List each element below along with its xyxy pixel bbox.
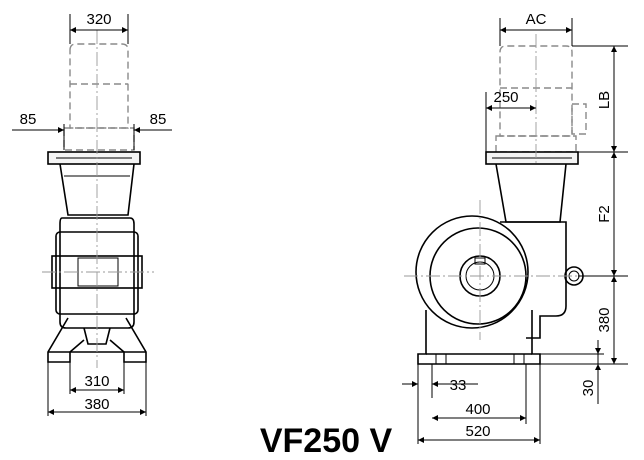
front-right-leg — [109, 317, 147, 363]
side-lantern-housing — [495, 163, 567, 223]
dim-side-foot-edge: 33 — [450, 377, 467, 394]
dim-side-foot-outer: 520 — [465, 423, 490, 440]
dim-front-left-offset: 85 — [20, 111, 37, 128]
drawing-title: VF250 V — [260, 422, 393, 460]
dim-side-foot-thickness: 30 — [580, 380, 597, 397]
dim-front-right-offset: 85 — [150, 111, 167, 128]
dim-side-foot-inner: 400 — [465, 401, 490, 418]
dim-side-flange-offset: 250 — [493, 89, 518, 106]
front-dimensions: 320 85 85 310 380 — [12, 11, 172, 416]
side-dimensions: AC 250 LB F2 380 30 33 400 520 — [402, 11, 628, 444]
dim-side-flange-height: F2 — [596, 205, 613, 223]
side-wheel-housing — [415, 215, 529, 329]
front-left-leg — [47, 317, 85, 363]
dim-front-motor-width: 320 — [86, 11, 111, 28]
dim-side-motor-length: LB — [596, 91, 613, 109]
front-lantern-housing — [59, 163, 135, 216]
side-base — [417, 310, 541, 365]
side-view — [404, 34, 596, 365]
dim-front-foot-inner: 310 — [84, 373, 109, 390]
front-view — [42, 30, 154, 368]
dim-side-motor-dia: AC — [526, 11, 547, 28]
side-motor-outline — [499, 45, 573, 137]
side-terminal-box — [571, 103, 587, 135]
side-worm-housing — [500, 221, 567, 339]
front-gearbox-body — [59, 217, 135, 329]
front-motor-outline — [69, 43, 129, 129]
dim-side-shaft-height: 380 — [596, 307, 613, 332]
dim-front-foot-outer: 380 — [84, 396, 109, 413]
